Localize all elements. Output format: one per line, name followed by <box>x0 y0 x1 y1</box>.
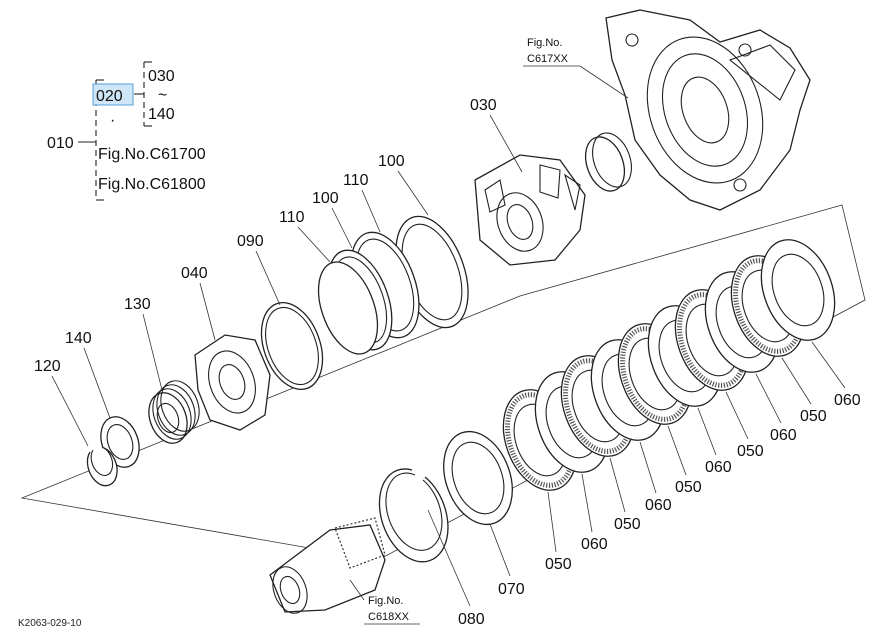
part-130-return-spring[interactable] <box>142 375 206 448</box>
part-080-snap-ring[interactable] <box>378 468 449 563</box>
callout-050-2[interactable]: 050 <box>614 516 641 533</box>
callout-050-4[interactable]: 050 <box>737 443 764 460</box>
index-block: 010 020 030 ~ 140 · Fig.No.C61700 Fig.No… <box>47 61 206 201</box>
fig-ref-c617xx[interactable]: Fig.No. C617XX <box>523 37 629 99</box>
fig-ref-bottom-line1: Fig.No. <box>368 595 403 607</box>
fig-ref-c61800[interactable]: Fig.No.C61800 <box>98 176 206 193</box>
callout-040[interactable]: 040 <box>181 265 208 282</box>
part-120-snap-ring[interactable] <box>86 447 118 487</box>
selection-highlight <box>92 83 134 106</box>
callout-110-b[interactable]: 110 <box>279 209 305 226</box>
callout-110-a[interactable]: 110 <box>343 172 369 189</box>
range-from: 030 <box>148 68 175 85</box>
callout-090[interactable]: 090 <box>237 233 264 250</box>
callout-080[interactable]: 080 <box>458 611 485 628</box>
callout-050-1[interactable]: 050 <box>545 556 572 573</box>
range-separator: ~ <box>158 87 167 104</box>
callout-060-2[interactable]: 060 <box>645 497 672 514</box>
clutch-plate-stack <box>502 230 847 491</box>
part-070-pressure-plate[interactable] <box>432 422 525 534</box>
callout-060-3[interactable]: 060 <box>705 459 732 476</box>
fig-ref-top-line1: Fig.No. <box>527 37 562 49</box>
plate-060-5[interactable] <box>748 230 847 351</box>
group-code: 010 <box>47 135 74 152</box>
index-dot: · <box>110 112 115 129</box>
part-snap-ring-a[interactable] <box>579 132 632 197</box>
part-030-clutch-drum[interactable] <box>474 154 586 266</box>
callout-100-a[interactable]: 100 <box>378 153 405 170</box>
range-to: 140 <box>148 106 175 123</box>
callout-060-5[interactable]: 060 <box>834 392 861 409</box>
diagram-code: K2063-029-10 <box>18 618 82 629</box>
callout-070[interactable]: 070 <box>498 581 525 598</box>
callout-050-5[interactable]: 050 <box>800 408 827 425</box>
output-shaft <box>269 517 386 614</box>
transmission-housing <box>605 9 811 211</box>
callout-130[interactable]: 130 <box>124 296 151 313</box>
fig-ref-bottom-line2: C618XX <box>368 611 410 623</box>
fig-ref-top-line2: C617XX <box>527 53 569 65</box>
callout-120[interactable]: 120 <box>34 358 61 375</box>
callouts: 030 100 110 100 110 090 040 130 140 120 … <box>34 97 861 628</box>
callout-060-4[interactable]: 060 <box>770 427 797 444</box>
fig-ref-c61700[interactable]: Fig.No.C61700 <box>98 146 206 163</box>
callout-100-b[interactable]: 100 <box>312 190 339 207</box>
callout-140[interactable]: 140 <box>65 330 92 347</box>
selected-code: 020 <box>96 88 123 105</box>
fig-ref-c618xx[interactable]: Fig.No. C618XX <box>349 579 420 625</box>
selected-item-020[interactable]: 020 <box>92 83 134 106</box>
part-040-piston[interactable] <box>194 334 271 431</box>
callout-030[interactable]: 030 <box>470 97 497 114</box>
callout-060-1[interactable]: 060 <box>581 536 608 553</box>
callout-050-3[interactable]: 050 <box>675 479 702 496</box>
part-110-piston-ring[interactable] <box>307 254 389 362</box>
